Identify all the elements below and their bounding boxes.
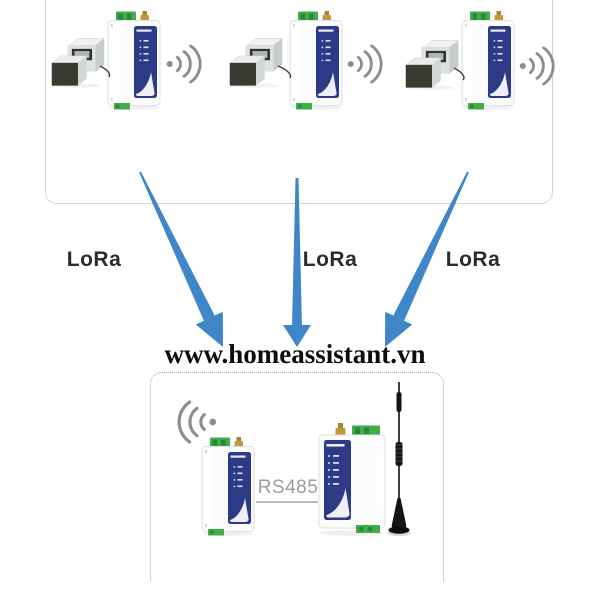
rs485-line — [256, 501, 318, 503]
lora-label-3: LoRa — [445, 248, 501, 271]
watermark-text: www.homeassistant.vn — [164, 339, 426, 369]
meter-device-icon — [404, 38, 460, 90]
whip-antenna-icon — [386, 382, 412, 538]
lora-modem-icon — [288, 10, 344, 110]
lora-label-2: LoRa — [302, 248, 358, 271]
rf-signal-right-icon — [518, 44, 556, 88]
rf-signal-right-icon — [165, 42, 203, 86]
gateway-cluster-box — [150, 372, 444, 581]
rf-signal-right-icon — [346, 42, 384, 86]
lora-modem-icon — [106, 10, 162, 110]
meter-device-icon — [50, 36, 106, 88]
meter-device-icon — [228, 36, 284, 88]
lora-modem-icon — [460, 10, 516, 110]
rs485-label: RS485 — [257, 477, 319, 498]
lora-label-1: LoRa — [66, 248, 122, 271]
rf-signal-left-icon — [176, 398, 218, 446]
uplink-gateway-icon — [316, 422, 388, 536]
lora-gateway-icon — [200, 436, 256, 536]
